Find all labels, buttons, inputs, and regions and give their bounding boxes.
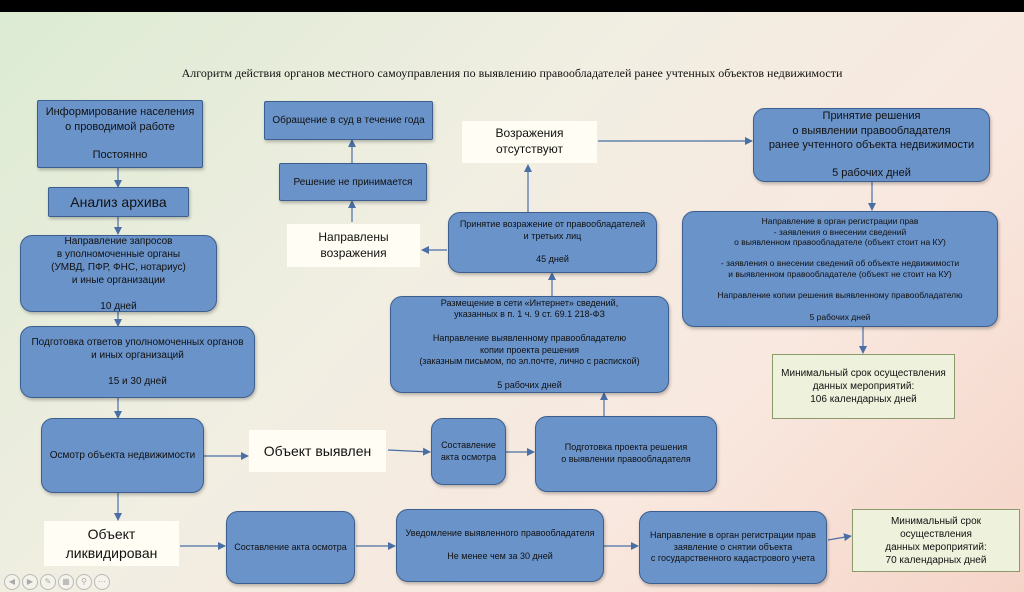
box-act: Составление акта осмотра	[431, 418, 506, 485]
slideshow-toolbar: ◀ ▶ ✎ ▦ ⚲ ⋯	[4, 574, 110, 590]
box-court: Обращение в суд в течение года	[264, 101, 433, 140]
box-notify: Уведомление выявленного правообладателя …	[396, 509, 604, 582]
box-draft: Подготовка проекта решения о выявлении п…	[535, 416, 717, 492]
box-archive: Анализ архива	[48, 187, 189, 217]
box-no-decision: Решение не принимается	[279, 163, 427, 201]
box-registry: Направление в орган регистрации прав - з…	[682, 211, 998, 327]
diagram-title: Алгоритм действия органов местного самоу…	[181, 66, 843, 80]
slides-icon[interactable]: ▦	[58, 574, 74, 590]
box-inform: Информирование населения о проводимой ра…	[37, 100, 203, 168]
note-object-found: Объект выявлен	[249, 430, 386, 472]
note-min-106: Минимальный срок осуществления данных ме…	[772, 354, 955, 419]
box-removal: Направление в орган регистрации прав зая…	[639, 511, 827, 584]
zoom-icon[interactable]: ⚲	[76, 574, 92, 590]
box-decision: Принятие решения о выявлении правооблада…	[753, 108, 990, 182]
box-requests: Направление запросов в уполномоченные ор…	[20, 235, 217, 312]
box-publish: Размещение в сети «Интернет» сведений, у…	[390, 296, 669, 393]
box-act2: Составление акта осмотра	[226, 511, 355, 584]
prev-icon[interactable]: ◀	[4, 574, 20, 590]
next-icon[interactable]: ▶	[22, 574, 38, 590]
more-icon[interactable]: ⋯	[94, 574, 110, 590]
box-objections-accept: Принятие возражение от правообладателей …	[448, 212, 657, 273]
note-object-liquidated: Объект ликвидирован	[44, 521, 179, 566]
note-objections-sent: Направлены возражения	[287, 224, 420, 267]
box-inspection: Осмотр объекта недвижимости	[41, 418, 204, 493]
note-no-objections: Возражения отсутствуют	[462, 121, 597, 163]
box-answers: Подготовка ответов уполномоченных органо…	[20, 326, 255, 398]
pen-icon[interactable]: ✎	[40, 574, 56, 590]
note-min-70: Минимальный срок осуществления данных ме…	[852, 509, 1020, 572]
